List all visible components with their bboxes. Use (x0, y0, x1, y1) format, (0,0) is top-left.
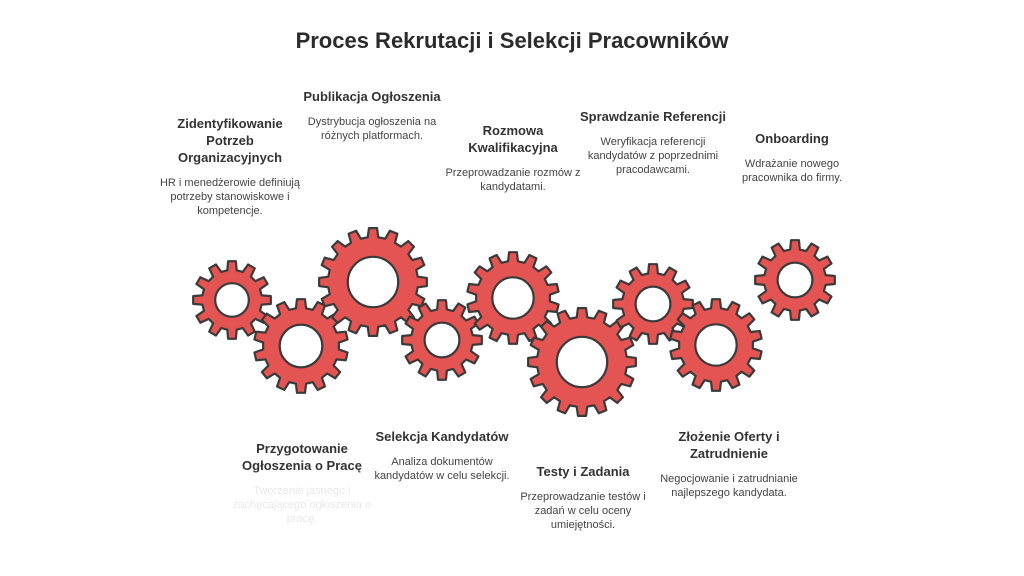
step-4-title: Selekcja Kandydatów (375, 429, 509, 444)
gear-4-icon (401, 299, 483, 381)
step-3-label: Publikacja Ogłoszenia Dystrybucja ogłosz… (297, 88, 447, 143)
gear-5-icon (466, 251, 560, 345)
gear-6-icon (527, 307, 637, 417)
gear-7-icon (612, 263, 694, 345)
step-6-label: Testy i Zadania Przeprowadzanie testów i… (508, 463, 658, 532)
gear-1-icon (192, 260, 272, 340)
step-3-description: Dystrybucja ogłoszenia na różnych platfo… (307, 116, 437, 142)
gear-6-hole (555, 335, 609, 389)
step-9-description: Wdrażanie nowego pracownika do firmy. (741, 158, 843, 184)
step-2-label: Przygotowanie Ogłoszenia o Pracę Tworzen… (227, 440, 377, 526)
gear-3-hole (346, 255, 400, 309)
gear-2-icon (253, 298, 349, 394)
gear-4-hole (423, 321, 461, 359)
step-5-title: Rozmowa Kwalifikacyjna (468, 123, 558, 155)
step-8-description: Negocjowanie i zatrudnianie najlepszego … (660, 473, 798, 499)
step-7-description: Weryfikacja referencji kandydatów z popr… (587, 136, 719, 176)
gear-5-hole (491, 276, 535, 320)
step-3-title: Publikacja Ogłoszenia (303, 89, 441, 104)
step-2-description: Tworzenie jasnego i zachęcającego ogłosz… (232, 485, 372, 525)
step-1-description: HR i menedżerowie definiują potrzeby sta… (159, 177, 300, 217)
step-6-description: Przeprowadzanie testów i zadań w celu oc… (520, 491, 646, 531)
step-6-title: Testy i Zadania (536, 464, 630, 479)
step-8-title: Złożenie Oferty i Zatrudnienie (678, 429, 780, 461)
gear-8-hole (694, 323, 738, 367)
gear-7-hole (634, 285, 672, 323)
step-7-title: Sprawdzanie Referencji (580, 109, 726, 124)
step-5-description: Przeprowadzanie rozmów z kandydatami. (445, 167, 581, 193)
step-9-title: Onboarding (755, 131, 829, 146)
step-4-label: Selekcja Kandydatów Analiza dokumentów k… (367, 428, 517, 483)
step-5-label: Rozmowa Kwalifikacyjna Przeprowadzanie r… (438, 122, 588, 194)
gear-2-hole (278, 323, 324, 369)
gear-8-icon (669, 298, 763, 392)
step-9-label: Onboarding Wdrażanie nowego pracownika d… (717, 130, 867, 185)
step-1-title: Zidentyfikowanie Potrzeb Organizacyjnych (177, 116, 283, 165)
gear-1-hole (214, 282, 250, 318)
step-2-title: Przygotowanie Ogłoszenia o Pracę (242, 441, 362, 473)
gear-9-hole (776, 261, 814, 299)
diagram-title: Proces Rekrutacji i Selekcji Pracowników (295, 28, 729, 53)
gear-9-icon (754, 239, 836, 321)
step-8-label: Złożenie Oferty i Zatrudnienie Negocjowa… (654, 428, 804, 500)
step-1-label: Zidentyfikowanie Potrzeb Organizacyjnych… (155, 115, 305, 218)
gear-3-icon (318, 227, 428, 337)
step-7-label: Sprawdzanie Referencji Weryfikacja refer… (578, 108, 728, 177)
step-4-description: Analiza dokumentów kandydatów w celu sel… (374, 456, 510, 482)
